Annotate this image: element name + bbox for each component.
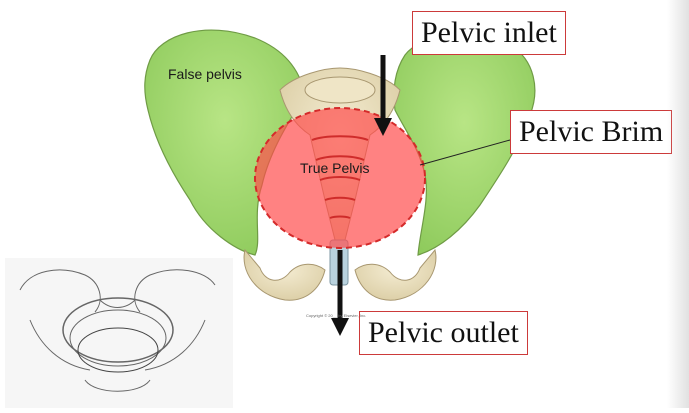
left-pubis bbox=[243, 248, 326, 301]
pelvic-brim-callout: Pelvic Brim bbox=[510, 110, 673, 154]
pelvis-sketch-inset bbox=[5, 258, 233, 408]
pelvic-outlet-callout: Pelvic outlet bbox=[359, 311, 528, 355]
pelvic-inlet-callout: Pelvic inlet bbox=[412, 11, 566, 55]
brim-leader-line bbox=[419, 139, 511, 166]
down-arrow-icon bbox=[331, 250, 349, 336]
left-ilium bbox=[144, 29, 306, 256]
copyright-note: Copyright © 20__ by Elsevier, Inc. bbox=[306, 313, 367, 318]
vertebra bbox=[304, 76, 376, 104]
right-pubis bbox=[354, 248, 437, 301]
slide-edge-shadow bbox=[667, 0, 689, 408]
true-pelvis-label: True Pelvis bbox=[300, 160, 370, 176]
sacral-segments bbox=[311, 135, 369, 219]
down-arrow-icon bbox=[374, 55, 392, 136]
false-pelvis-label: False pelvis bbox=[168, 66, 242, 82]
